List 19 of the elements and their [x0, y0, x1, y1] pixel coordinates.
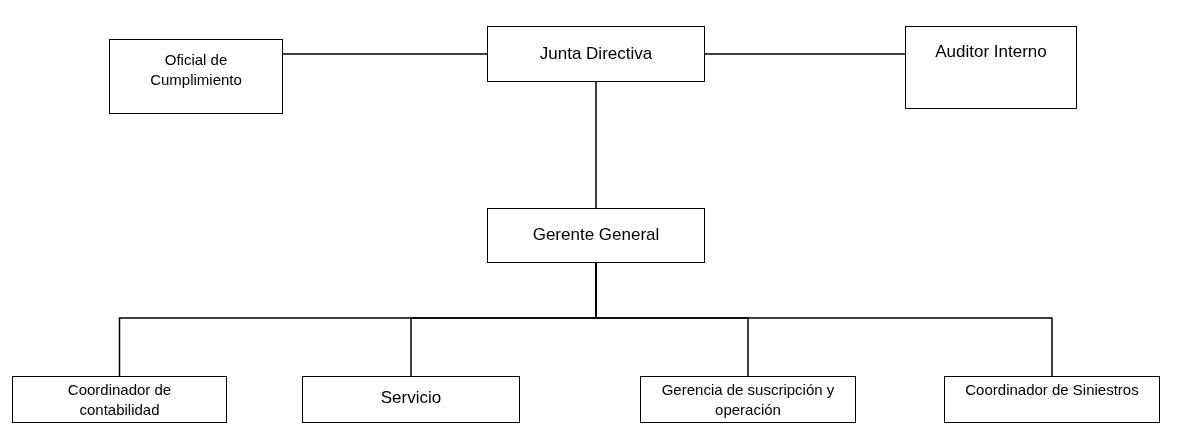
- connector-line: [595, 81, 597, 209]
- role-box: [640, 376, 856, 423]
- role-title: Coordinador de Siniestros: [965, 380, 1139, 400]
- role-box: [487, 208, 705, 263]
- role-title: Coordinador de contabilidad: [66, 380, 173, 419]
- connector-line: [704, 53, 906, 55]
- role-title: Auditor Interno: [934, 41, 1048, 63]
- role-box: [487, 26, 705, 82]
- connector-line: [282, 53, 488, 55]
- role-title: Junta Directiva: [538, 43, 654, 65]
- role-title: Gerencia de suscripción y operación: [660, 380, 836, 419]
- role-box: [905, 26, 1077, 109]
- role-box: [944, 376, 1160, 423]
- role-title: Oficial de Cumplimiento: [149, 50, 243, 89]
- role-title: Gerente General: [531, 224, 661, 246]
- role-box: [12, 376, 227, 423]
- role-title: Servicio: [379, 387, 443, 409]
- role-box: [109, 39, 283, 114]
- role-box: [302, 376, 520, 423]
